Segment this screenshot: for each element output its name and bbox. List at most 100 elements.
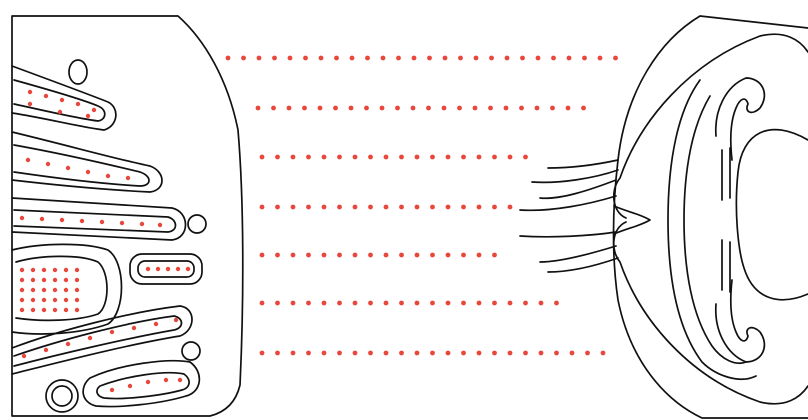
ray-2-dot bbox=[271, 106, 276, 111]
ray-3-dot bbox=[492, 155, 497, 160]
ray-5-dot bbox=[446, 253, 451, 258]
ray-3-dot bbox=[275, 155, 280, 160]
ray-1-dot bbox=[458, 56, 463, 61]
ray-6-dot bbox=[492, 301, 497, 306]
ray-1-dot bbox=[272, 56, 277, 61]
membrane-stack-3-inner bbox=[14, 210, 176, 232]
membrane-stack-6-inner bbox=[97, 373, 189, 399]
cell-dot bbox=[31, 288, 35, 292]
vesicle-stack-5 bbox=[182, 342, 200, 360]
cell-dot bbox=[58, 110, 62, 114]
ray-4-dot bbox=[368, 205, 373, 210]
ray-7-dot bbox=[554, 351, 559, 356]
cell-dot bbox=[88, 336, 92, 340]
ray-4-dot bbox=[260, 205, 265, 210]
cell-dot bbox=[53, 308, 57, 312]
cell-dot bbox=[31, 308, 35, 312]
cell-dot bbox=[42, 308, 46, 312]
ray-6-dot bbox=[554, 301, 559, 306]
ray-3-dot bbox=[353, 155, 358, 160]
cell-dot bbox=[76, 102, 80, 106]
cell-dot bbox=[176, 267, 180, 271]
vesicle-stack-3 bbox=[188, 215, 206, 233]
cell-dot bbox=[42, 268, 46, 272]
cell-dot bbox=[31, 278, 35, 282]
ray-7-dot bbox=[384, 351, 389, 356]
ray-4-dot bbox=[430, 205, 435, 210]
ray-4-dot bbox=[508, 205, 513, 210]
inner-lens bbox=[736, 130, 808, 300]
ray-1-dot bbox=[350, 56, 355, 61]
ray-1-dot bbox=[288, 56, 293, 61]
slit-bottom bbox=[722, 240, 730, 292]
cell-dot bbox=[42, 278, 46, 282]
ray-7-dot bbox=[477, 351, 482, 356]
lower-lobe bbox=[614, 222, 808, 404]
ray-1-dot bbox=[551, 56, 556, 61]
cell-dot bbox=[154, 322, 158, 326]
ray-1-dot bbox=[598, 56, 603, 61]
cilia-6 bbox=[540, 246, 616, 262]
cell-dot bbox=[60, 218, 64, 222]
cell-dot bbox=[100, 220, 104, 224]
ray-7-dot bbox=[260, 351, 265, 356]
ray-1-dot bbox=[381, 56, 386, 61]
ray-7-dot bbox=[275, 351, 280, 356]
cell-dot bbox=[92, 108, 96, 112]
ray-3-dot bbox=[415, 155, 420, 160]
ray-2-dot bbox=[566, 106, 571, 111]
ray-4-dot bbox=[461, 205, 466, 210]
ray-2-dot bbox=[287, 106, 292, 111]
ray-4-dot bbox=[291, 205, 296, 210]
ray-2-dot bbox=[473, 106, 478, 111]
ray-6-dot bbox=[291, 301, 296, 306]
ray-3-dot bbox=[523, 155, 528, 160]
cell-dot bbox=[64, 268, 68, 272]
ray-5-dot bbox=[461, 253, 466, 258]
cell-dot bbox=[42, 288, 46, 292]
ray-6-dot bbox=[461, 301, 466, 306]
cell-dot bbox=[66, 166, 70, 170]
ray-3-dot bbox=[306, 155, 311, 160]
ray-5-dot bbox=[415, 253, 420, 258]
ray-3-dot bbox=[477, 155, 482, 160]
ray-3-dot bbox=[461, 155, 466, 160]
ray-6-dot bbox=[477, 301, 482, 306]
small-vesicle-top bbox=[69, 60, 87, 84]
membrane-stack-4-inner bbox=[16, 256, 107, 320]
ray-6-dot bbox=[539, 301, 544, 306]
cell-dot bbox=[20, 298, 24, 302]
cell-dot bbox=[46, 162, 50, 166]
cell-dot bbox=[26, 158, 30, 162]
membrane-stack-6-outer bbox=[83, 361, 199, 407]
ray-7-dot bbox=[570, 351, 575, 356]
cell-dot bbox=[44, 348, 48, 352]
ray-6-dot bbox=[446, 301, 451, 306]
cell-dot bbox=[132, 326, 136, 330]
ray-2-dot bbox=[442, 106, 447, 111]
ray-5-dot bbox=[353, 253, 358, 258]
cell-dot bbox=[86, 114, 90, 118]
ray-5-dot bbox=[322, 253, 327, 258]
ray-4-dot bbox=[337, 205, 342, 210]
ray-2-dot bbox=[411, 106, 416, 111]
ray-4-dot bbox=[446, 205, 451, 210]
ray-4-dot bbox=[275, 205, 280, 210]
ray-3-dot bbox=[446, 155, 451, 160]
cell-dot bbox=[20, 216, 24, 220]
cell-dot bbox=[146, 267, 150, 271]
ray-1-dot bbox=[567, 56, 572, 61]
slit-top bbox=[722, 148, 730, 200]
cell-dot bbox=[166, 267, 170, 271]
ray-4-dot bbox=[492, 205, 497, 210]
cell-dot bbox=[66, 342, 70, 346]
hook-bottom bbox=[716, 280, 765, 362]
ray-1-dot bbox=[365, 56, 370, 61]
ray-2-dot bbox=[333, 106, 338, 111]
ray-3-dot bbox=[384, 155, 389, 160]
membrane-stack-2-outer bbox=[12, 132, 162, 192]
ray-6-dot bbox=[260, 301, 265, 306]
cell-dot bbox=[75, 288, 79, 292]
ray-4-dot bbox=[399, 205, 404, 210]
cell-dot bbox=[28, 90, 32, 94]
